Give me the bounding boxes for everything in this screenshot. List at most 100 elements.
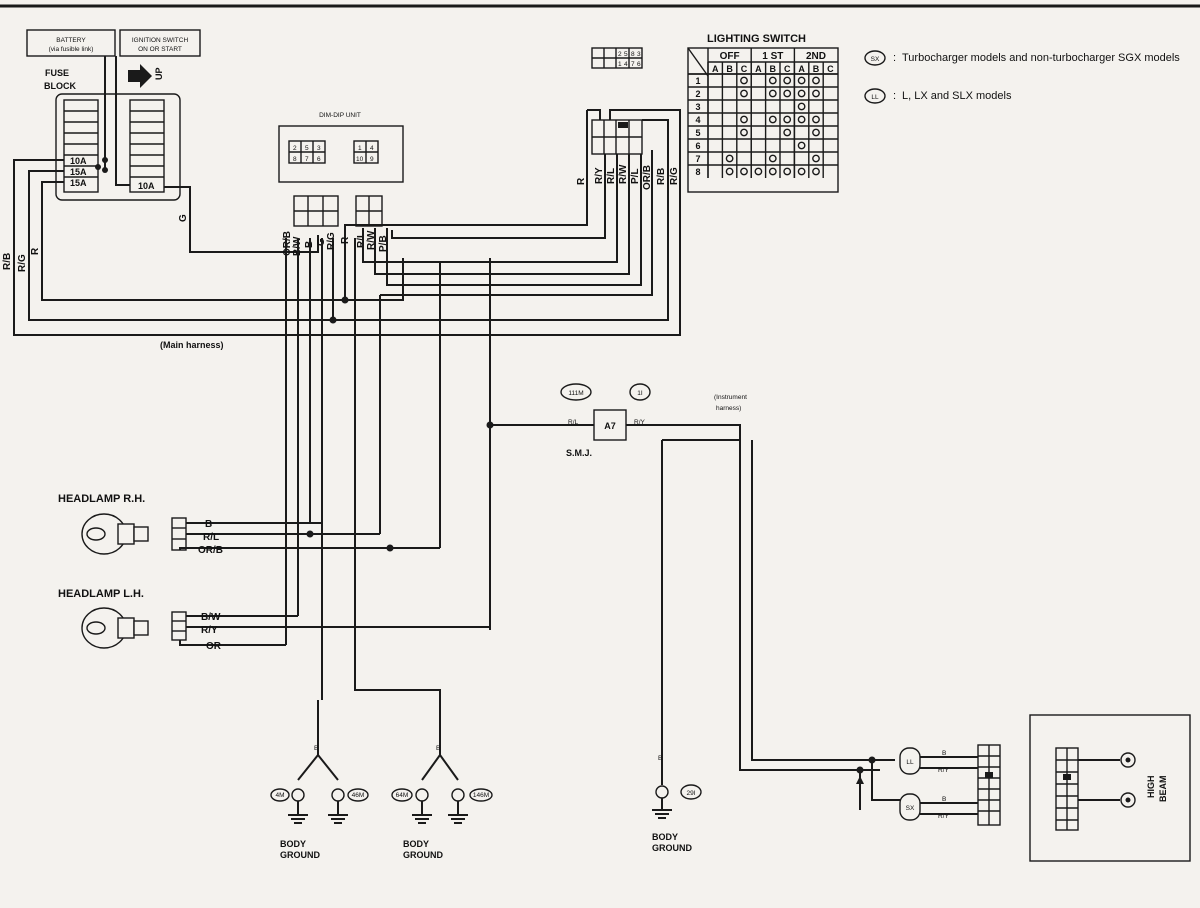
sx-badge-label: SX [906,805,915,812]
switch-col-label: C [741,64,748,74]
switch-contact [754,167,763,176]
switch-contact [740,128,748,137]
headlamp-lh [81,607,187,649]
switch-contact [797,102,806,111]
dim-dip-pin: 10 [356,156,364,163]
ground-lh: B 64M 146M BODY GROUND [391,740,493,860]
ground-code-29i: 29I [686,790,695,797]
legend-ll: LL : L, LX and SLX models [864,88,1012,104]
hb-wire-b-2: B [942,796,946,803]
switch-row-label: 3 [695,102,700,112]
connector-pin: 5 [624,51,628,58]
ground-wire-b-2: B [436,745,440,752]
svg-text::: : [893,52,896,64]
switch-row-label: 6 [695,141,700,151]
smj-wire-r-y: R/Y [634,419,646,426]
switch-contact [768,76,777,85]
dim-dip-pin: 6 [317,156,321,163]
ground-instrument: B 29I BODY GROUND [652,439,740,853]
legend-sx: SX : Turbocharger models and non-turboch… [864,50,1180,66]
wire-r [41,181,345,301]
wire-label-r-l-2: R/L [606,168,617,184]
rh-wire-b: B [205,519,212,530]
smj-code-1i: 1I [637,390,643,397]
fuse-15a-label: 15A [70,167,87,177]
rh-wire-or-b: OR/B [198,545,223,556]
ignition-switch-box: IGNITION SWITCH ON OR START [119,29,201,57]
switch-contact [783,167,792,176]
wire-label-r-g: R/G [17,254,28,272]
ignition-label: IGNITION SWITCH [132,37,189,44]
high-beam-box: HIGH BEAM [1029,714,1191,862]
dim-dip-pin: 5 [305,145,309,152]
dim-dip-pin: 8 [293,156,297,163]
dim-dip-pin: 3 [317,145,321,152]
smj-wire-r-l: R/L [568,419,579,426]
switch-contact [740,167,748,176]
dim-dip-pin: 1 [358,145,362,152]
fuse-10a-label: 10A [70,156,87,166]
battery-label: BATTERY [56,37,86,44]
switch-col-label: C [784,64,791,74]
ignition-state-label: ON OR START [138,46,182,53]
switch-contact [768,89,777,98]
switch-contact [812,115,820,124]
sx-description: Turbocharger models and non-turbocharger… [902,52,1180,64]
switch-col-label: A [712,64,719,74]
main-harness-label: (Main harness) [160,340,224,350]
ll-badge: LL [899,747,921,775]
dim-dip-unit-label: DIM-DIP UNIT [319,112,361,119]
switch-col-label: B [770,64,777,74]
switch-contact [797,89,806,98]
wire-label-or-b-2: OR/B [642,165,653,190]
wire-label-r-2: R [340,236,351,244]
switch-contact [740,76,748,85]
switch-row-label: 8 [695,167,700,177]
smj-connector-a7: A7 [604,421,616,431]
wire-label-r-g-3: R/G [669,167,680,185]
wire-label-r-b: R/B [2,253,13,270]
switch-contact [812,76,820,85]
svg-text::: : [893,90,896,102]
wire-label-r-l: R/L [356,232,367,248]
dim-dip-pin: 2 [293,145,297,152]
dim-dip-pin: 9 [370,156,374,163]
switch-contact [768,115,777,124]
fuse-block-label-2: BLOCK [44,81,76,91]
ll-description: L, LX and SLX models [902,90,1012,102]
instrument-connector [977,744,1001,826]
dim-dip-pin: 7 [305,156,309,163]
ground-code-4m: 4M [275,792,284,799]
connector-pin: 6 [637,61,641,68]
switch-col-label: B [813,64,820,74]
switch-connector-icon: 2 5 8 3 1 4 7 6 [591,47,643,69]
fuse-column-right: 10A [129,99,165,193]
sx-code: SX [871,56,880,63]
fuse-block-label: FUSE [45,68,69,78]
up-label: UP [154,67,164,80]
switch-col-label: A [798,64,805,74]
switch-row-label: 1 [695,76,700,86]
fuse-10a-label-2: 10A [138,181,155,191]
sx-badge: SX [899,793,921,821]
smj-junction: 111M 1I A7 S.M.J. R/L R/Y [560,383,651,458]
fuse-15a-label-2: 15A [70,178,87,188]
switch-contact [797,115,806,124]
switch-contact [812,154,820,163]
switch-row-label: 4 [695,115,700,125]
switch-contact [740,89,748,98]
switch-group-label: 2ND [806,51,826,62]
wire-label-r-y: R/Y [594,167,605,184]
ll-badge-label: LL [906,759,914,766]
wire-label-r-w: R/W [366,230,377,250]
connector-pin: 4 [624,61,628,68]
switch-row-label: 2 [695,89,700,99]
wire-r-b [13,159,681,336]
wire-label-g: G [178,214,189,222]
connector-pin: 1 [618,61,622,68]
fuse-column-left: 10A 15A 15A [63,99,99,193]
switch-contact [783,89,792,98]
smj-label: S.M.J. [566,448,592,458]
connector-pin: 2 [618,51,622,58]
